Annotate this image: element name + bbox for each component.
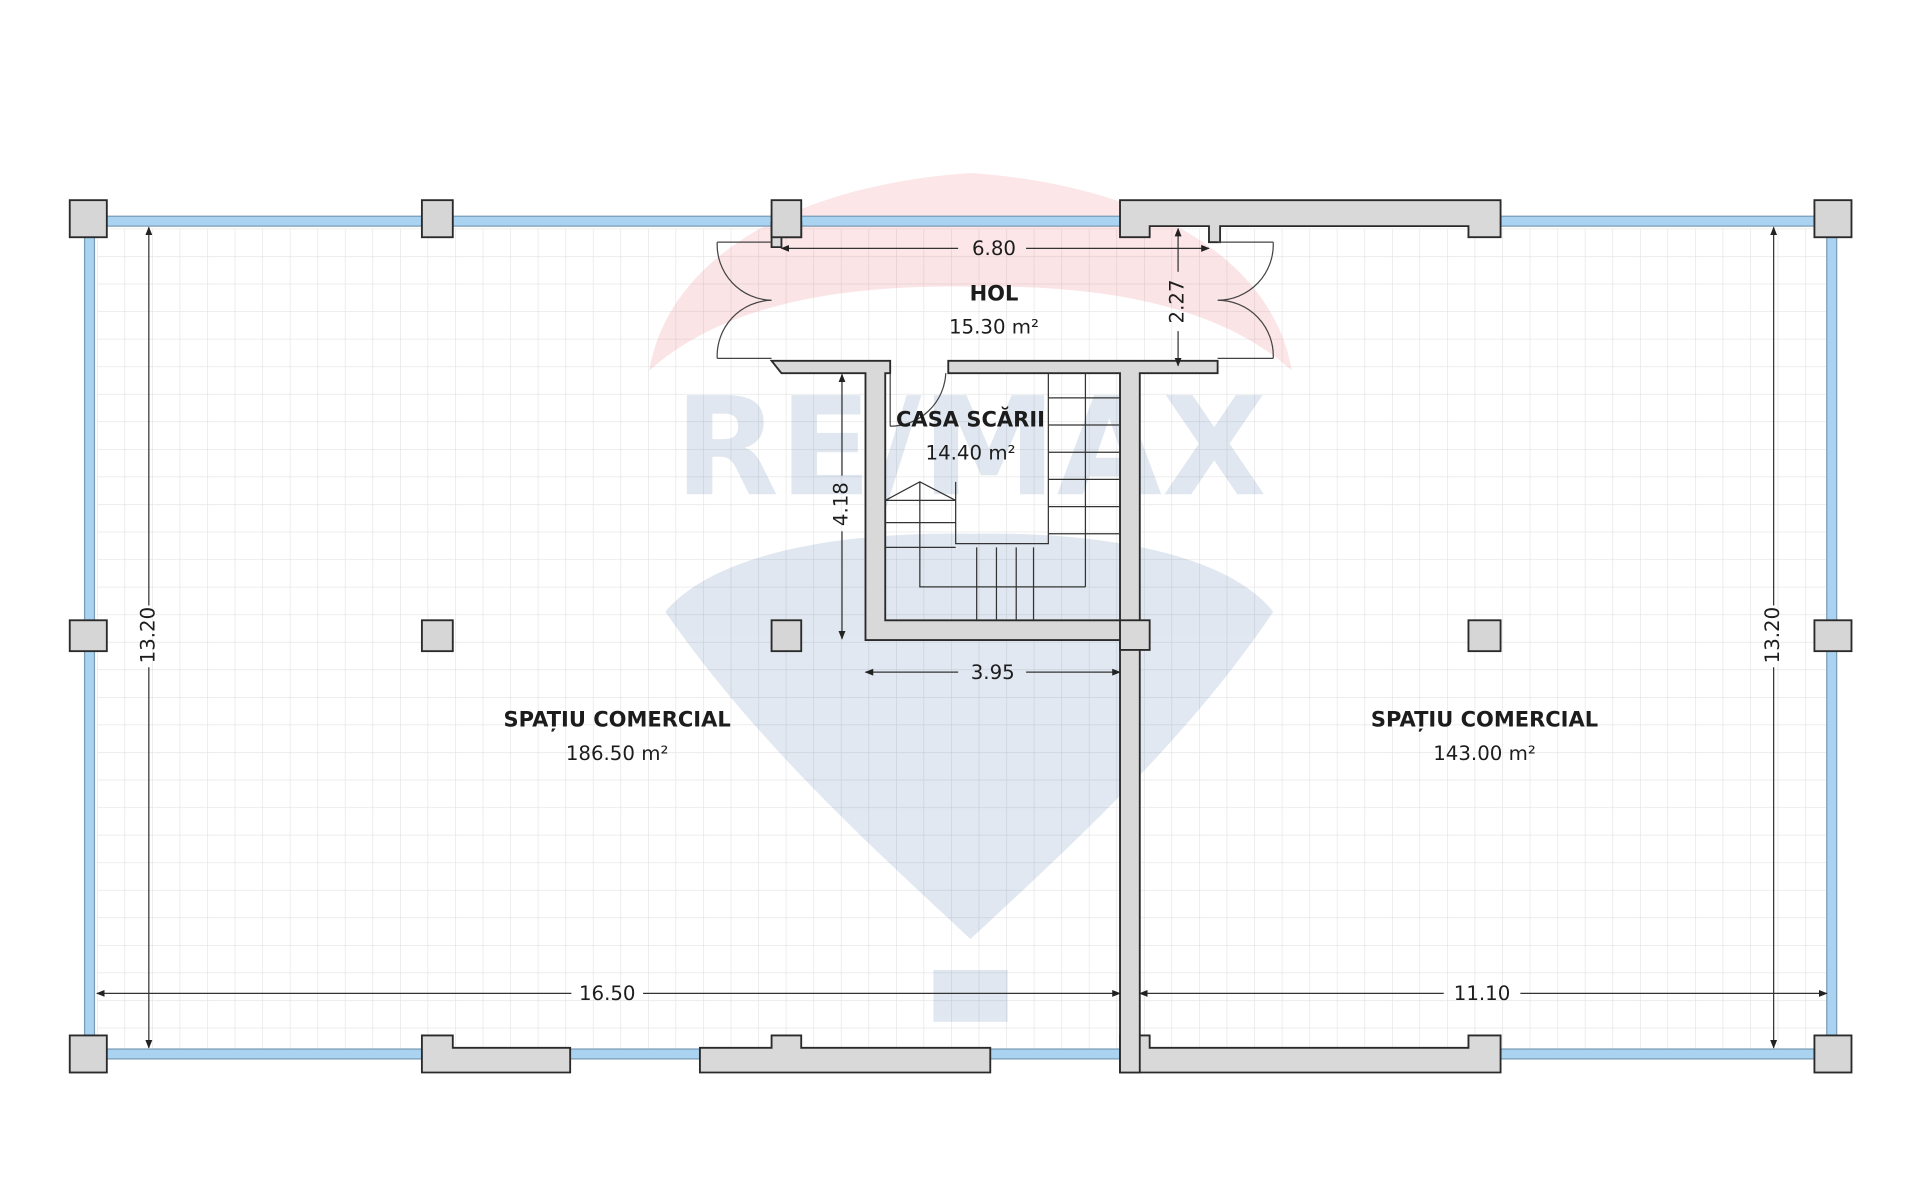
dim-stairs-width: 3.95 bbox=[971, 661, 1015, 684]
room-area-commercial-right: 143.00 m² bbox=[1433, 742, 1536, 765]
room-name-stairs: CASA SCĂRII bbox=[896, 406, 1045, 431]
room-area-commercial-left: 186.50 m² bbox=[566, 742, 669, 765]
columns bbox=[68, 199, 1853, 1074]
dim-hol-depth: 2.27 bbox=[1166, 279, 1189, 323]
room-name-commercial-right: SPAȚIU COMERCIAL bbox=[1371, 708, 1598, 733]
dim-left-height: 13.20 bbox=[136, 607, 159, 664]
svg-text:RE/MAX: RE/MAX bbox=[674, 369, 1266, 527]
staircase bbox=[884, 373, 1121, 621]
dim-right-width: 11.10 bbox=[1454, 982, 1511, 1005]
dimension-lines bbox=[96, 226, 1828, 1049]
room-area-stairs: 14.40 m² bbox=[926, 442, 1016, 465]
dim-hol-width: 6.80 bbox=[972, 237, 1016, 260]
dim-right-height: 13.20 bbox=[1761, 607, 1784, 664]
room-name-hol: HOL bbox=[970, 281, 1019, 305]
room-area-hol: 15.30 m² bbox=[949, 316, 1039, 339]
room-name-commercial-left: SPAȚIU COMERCIAL bbox=[503, 708, 730, 733]
dim-left-width: 16.50 bbox=[579, 982, 636, 1005]
dim-stairs-depth: 4.18 bbox=[830, 482, 853, 526]
walls bbox=[420, 199, 1502, 1074]
doors bbox=[716, 241, 1274, 427]
